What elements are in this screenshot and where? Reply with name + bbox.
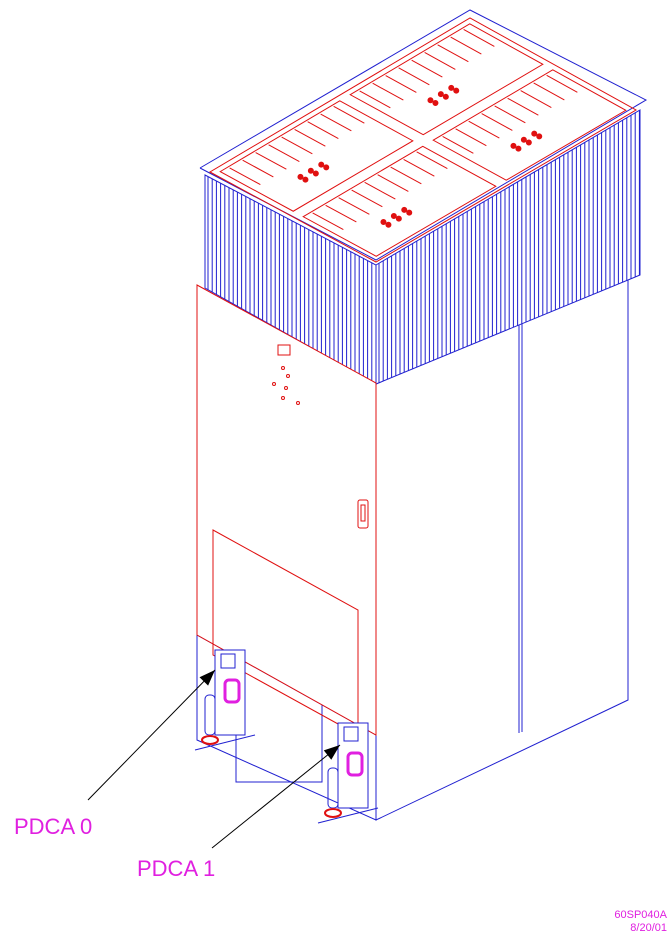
callout-leaders [87,669,341,849]
pdca-1-leader [211,744,341,849]
figure-code: 60SP040A [614,909,667,921]
door-outline [196,284,377,736]
figure-id: 60SP040A 8/20/01 [614,909,667,935]
pdca-0-leader [87,669,216,801]
fan-tray-3 [432,69,627,181]
figure-date: 8/20/01 [630,922,667,934]
roof-fluting [199,9,648,384]
pdca-0-label: PDCA 0 [14,814,93,839]
fan-deck-outline [208,17,638,263]
pdca-units [194,649,379,824]
front-door [196,284,377,736]
fan-tray-0 [219,100,414,212]
pdca-1-label: PDCA 1 [137,856,216,881]
fan-tray-2 [349,23,544,136]
door-label-dots [272,344,300,405]
top-fan-trays [208,17,638,263]
pdca-unit-1 [317,722,379,824]
pdca-unit-0 [194,649,256,751]
fan-tray-1 [302,145,497,257]
door-handle [357,499,369,529]
